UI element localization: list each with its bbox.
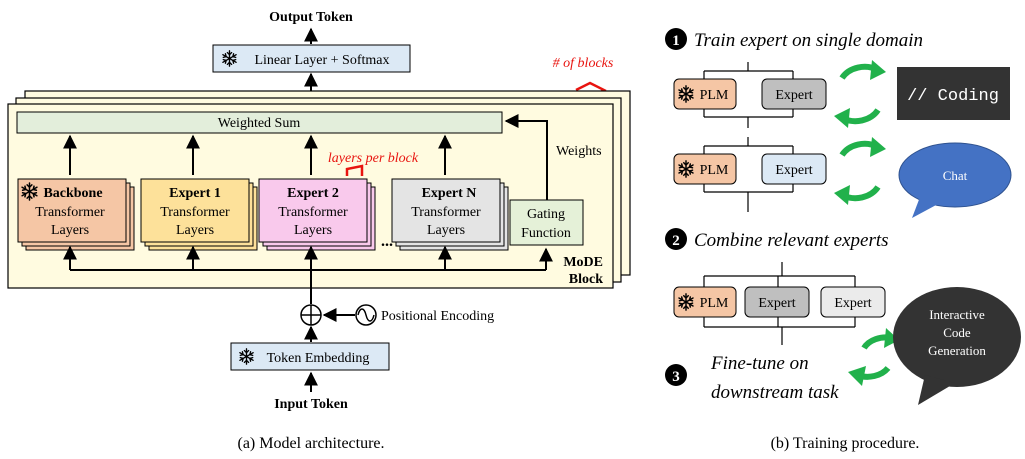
step3-line1: Fine-tune on	[710, 353, 809, 374]
expertN-line1: Transformer	[411, 205, 481, 220]
interactive-line3: Generation	[928, 343, 986, 358]
step3-badge	[665, 364, 687, 386]
token-embedding-label: Token Embedding	[267, 351, 370, 366]
plm-expert-row-2: PLM Expert	[673, 137, 827, 212]
step2-badge	[665, 228, 687, 250]
refresh-cycle-icon	[834, 137, 886, 205]
backbone-transformer-box: Backbone Transformer Layers	[17, 178, 135, 251]
expertN-title: Expert N	[422, 186, 477, 201]
coding-domain-box: // Coding	[897, 67, 1010, 120]
expert1-line2: Layers	[176, 223, 214, 238]
gating-line1: Gating	[527, 207, 565, 222]
model-architecture-panel: Output Token Linear Layer + Softmax # of…	[7, 10, 631, 452]
chat-bubble: Chat	[898, 142, 1012, 218]
step2-number: 2	[672, 233, 680, 249]
positional-encoding-label: Positional Encoding	[381, 309, 494, 324]
weighted-sum-box: Weighted Sum	[16, 111, 503, 134]
expert2-title: Expert 2	[287, 186, 339, 201]
mode-block-label-1: MoDE	[563, 255, 603, 270]
token-embedding-box: Token Embedding	[230, 342, 390, 371]
backbone-line1: Transformer	[35, 205, 105, 220]
num-blocks-label: # of blocks	[553, 56, 614, 71]
output-token-label: Output Token	[269, 10, 353, 25]
caption-a: (a) Model architecture.	[237, 435, 384, 452]
expert1-transformer-box: Expert 1 Transformer Layers	[140, 178, 258, 251]
chat-label: Chat	[943, 168, 968, 183]
expert2-transformer-box: Expert 2 Transformer Layers	[258, 178, 376, 251]
linear-softmax-label: Linear Layer + Softmax	[254, 53, 389, 68]
expert-label: Expert	[758, 296, 795, 311]
interactive-code-bubble: Interactive Code Generation	[893, 287, 1021, 405]
step1-number: 1	[672, 33, 680, 49]
expertN-line2: Layers	[427, 223, 465, 238]
gating-function-box: Gating Function	[509, 199, 584, 246]
expert1-title: Expert 1	[169, 186, 221, 201]
plm-label: PLM	[700, 163, 729, 178]
plm-expert-row-1: PLM Expert	[673, 62, 827, 128]
sine-wave-icon	[355, 304, 377, 326]
gating-line2: Function	[521, 226, 571, 241]
step3-line2: downstream task	[711, 382, 839, 403]
step1-text: Train expert on single domain	[694, 30, 923, 51]
expertN-transformer-box: Expert N Transformer Layers	[391, 178, 509, 251]
weighted-sum-label: Weighted Sum	[218, 116, 301, 131]
expert2-line2: Layers	[294, 223, 332, 238]
add-operator	[300, 304, 322, 326]
refresh-cycle-icon	[834, 60, 886, 128]
caption-b: (b) Training procedure.	[771, 435, 920, 452]
ellipsis: ...	[381, 233, 393, 250]
interactive-line2: Code	[943, 325, 971, 340]
expert-label: Expert	[775, 88, 812, 103]
mode-block-label-2: Block	[569, 272, 603, 287]
backbone-line2: Layers	[51, 223, 89, 238]
refresh-cycle-icon	[848, 328, 899, 386]
coding-label: // Coding	[907, 87, 999, 106]
plm-label: PLM	[700, 296, 729, 311]
weights-label: Weights	[556, 144, 602, 159]
training-procedure-panel: 1 Train expert on single domain PLM Expe…	[665, 28, 1021, 452]
expert2-line1: Transformer	[278, 205, 348, 220]
step2-text: Combine relevant experts	[694, 230, 889, 251]
layers-per-block-label: layers per block	[328, 151, 419, 166]
backbone-title: Backbone	[43, 186, 102, 201]
linear-softmax-box: Linear Layer + Softmax	[212, 44, 411, 73]
plm-multi-expert-row: PLM Expert Expert	[673, 262, 886, 345]
input-token-label: Input Token	[274, 397, 348, 412]
layers-per-block-bracket	[345, 164, 364, 176]
step1-badge	[665, 28, 687, 50]
interactive-line1: Interactive	[929, 307, 985, 322]
expert-label: Expert	[775, 163, 812, 178]
step3-number: 3	[672, 369, 680, 385]
expert1-line1: Transformer	[160, 205, 230, 220]
expert-label: Expert	[834, 296, 871, 311]
plm-label: PLM	[700, 88, 729, 103]
